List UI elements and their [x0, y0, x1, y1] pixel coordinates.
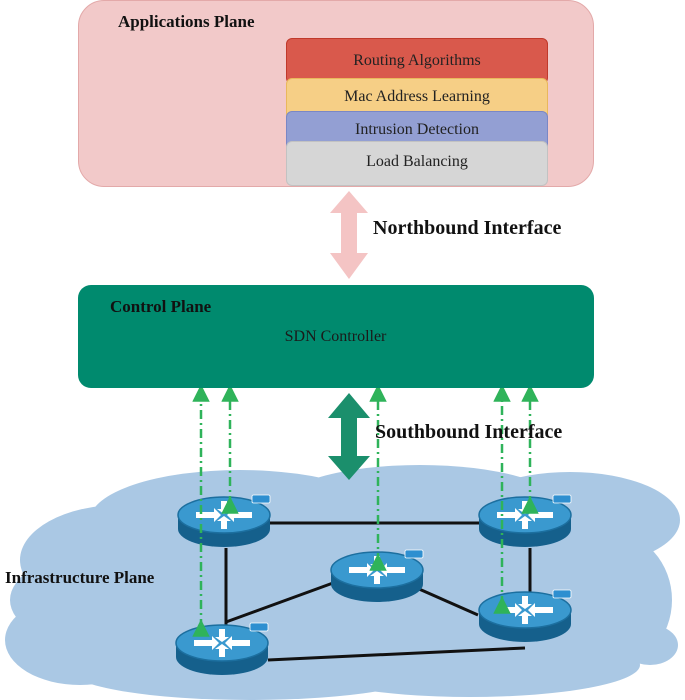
southbound-arrow: [328, 393, 370, 480]
router-top-left[interactable]: [177, 494, 271, 548]
layer-routing-algorithms[interactable]: Routing Algorithms: [286, 38, 548, 84]
control-plane: [78, 285, 594, 388]
router-bottom-left[interactable]: [175, 622, 269, 676]
southbound-interface-label: Southbound Interface: [375, 421, 563, 443]
infrastructure-plane-title: Infrastructure Plane: [5, 568, 155, 587]
network-links: [224, 521, 532, 662]
northbound-arrow: [330, 191, 368, 279]
sdn-controller-label[interactable]: SDN Controller: [284, 328, 387, 345]
northbound-interface-label: Northbound Interface: [373, 217, 562, 239]
southbound-connections: [192, 384, 539, 637]
layer-load-balancing[interactable]: Load Balancing: [286, 141, 548, 186]
router-bottom-right[interactable]: [478, 589, 572, 643]
router-top-right[interactable]: [478, 494, 572, 548]
control-plane-title: Control Plane: [110, 297, 212, 316]
applications-plane-title: Applications Plane: [118, 12, 255, 31]
